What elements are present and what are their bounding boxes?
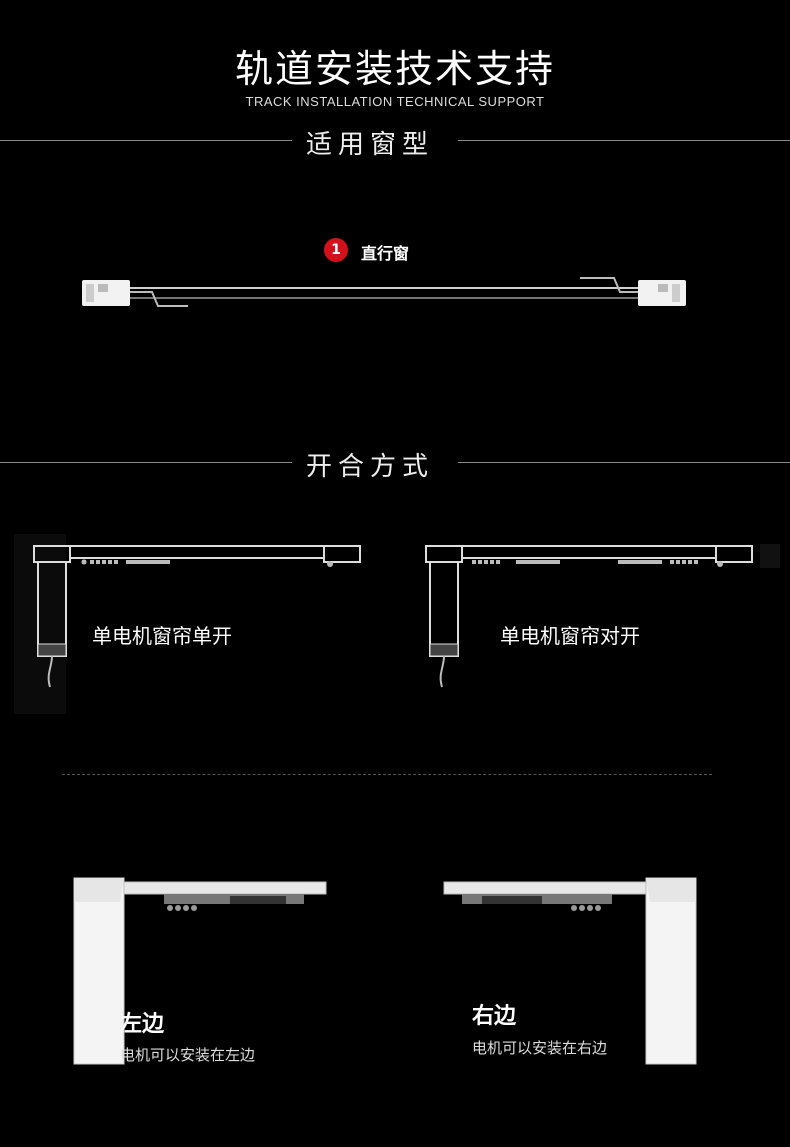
motor-right-illustration [443, 877, 697, 1065]
section-heading-window-type: 适用窗型 [306, 130, 435, 160]
motor-left-illustration [73, 877, 327, 1065]
motor-left-title: 左边 [120, 1012, 165, 1037]
section-heading-opening-mode: 开合方式 [306, 452, 435, 482]
section-divider-left [0, 140, 292, 141]
motor-right-description: 电机可以安装在右边 [472, 1039, 608, 1057]
double-open-track-diagram [425, 545, 753, 688]
page-title: 轨道安装技术支持 [234, 47, 555, 91]
diagram-backdrop [760, 544, 780, 568]
caption-double-open: 单电机窗帘对开 [500, 624, 640, 648]
section-divider-right [458, 462, 790, 463]
dashed-divider [62, 774, 712, 775]
caption-single-open: 单电机窗帘单开 [92, 624, 232, 648]
motor-right-title: 右边 [472, 1004, 517, 1029]
section-divider-left [0, 462, 292, 463]
motor-left-description: 电机可以安装在左边 [120, 1046, 256, 1064]
straight-track-illustration [82, 277, 686, 307]
single-open-track-diagram [33, 545, 361, 688]
section-divider-right [458, 140, 790, 141]
item-number-badge: 1 [324, 238, 348, 262]
diagram-backdrop [14, 534, 66, 714]
item-label-straight-window: 直行窗 [361, 244, 410, 263]
page-subtitle: TRACK INSTALLATION TECHNICAL SUPPORT [245, 94, 545, 109]
